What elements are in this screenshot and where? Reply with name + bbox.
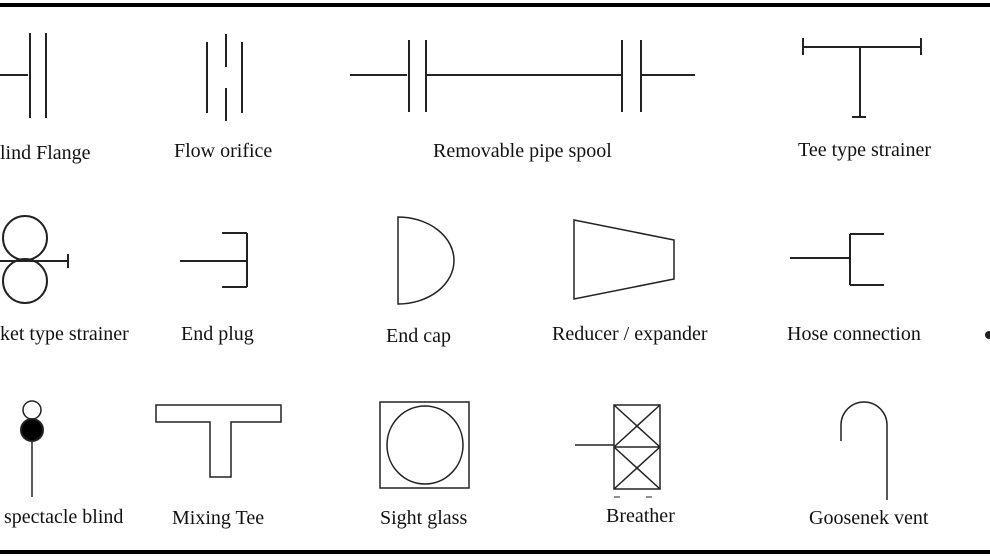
end-cap-symbol: [397, 216, 455, 305]
label-mixing-tee: Mixing Tee: [172, 507, 265, 529]
label-spectacle-blind: spectacle blind: [4, 506, 124, 528]
bucket-type-strainer-symbol: [0, 215, 69, 304]
removable-pipe-spool-symbol: [350, 40, 695, 112]
edge-dot-mark: [985, 331, 990, 339]
hose-connection-symbol: [790, 233, 884, 286]
goosenek-vent-symbol: [840, 401, 888, 500]
blind-flange-symbol: [0, 33, 47, 118]
bottom-border-line: [0, 550, 990, 554]
sight-glass-symbol: [379, 401, 470, 489]
breather-symbol: [575, 404, 661, 498]
mixing-tee-symbol: [155, 404, 282, 478]
label-tee-type-strainer: Tee type strainer: [798, 139, 931, 161]
top-border-line: [0, 3, 990, 7]
end-plug-symbol: [180, 232, 248, 288]
label-flow-orifice: Flow orifice: [174, 140, 273, 162]
label-end-cap: End cap: [386, 325, 451, 347]
label-blind-flange: lind Flange: [0, 142, 91, 164]
label-sight-glass: Sight glass: [380, 507, 468, 529]
label-removable-pipe-spool: Removable pipe spool: [433, 140, 612, 162]
flow-orifice-symbol: [206, 34, 243, 121]
label-hose-connection: Hose connection: [787, 323, 921, 345]
reducer-expander-symbol: [573, 219, 675, 300]
label-bucket-type-strainer: ket type strainer: [0, 323, 129, 345]
label-reducer-expander: Reducer / expander: [552, 323, 708, 345]
label-end-plug: End plug: [181, 323, 254, 345]
tee-type-strainer-symbol: [802, 38, 922, 118]
label-breather: Breather: [606, 505, 675, 527]
spectacle-blind-symbol: [20, 400, 44, 497]
label-goosenek-vent: Goosenek vent: [809, 507, 929, 529]
